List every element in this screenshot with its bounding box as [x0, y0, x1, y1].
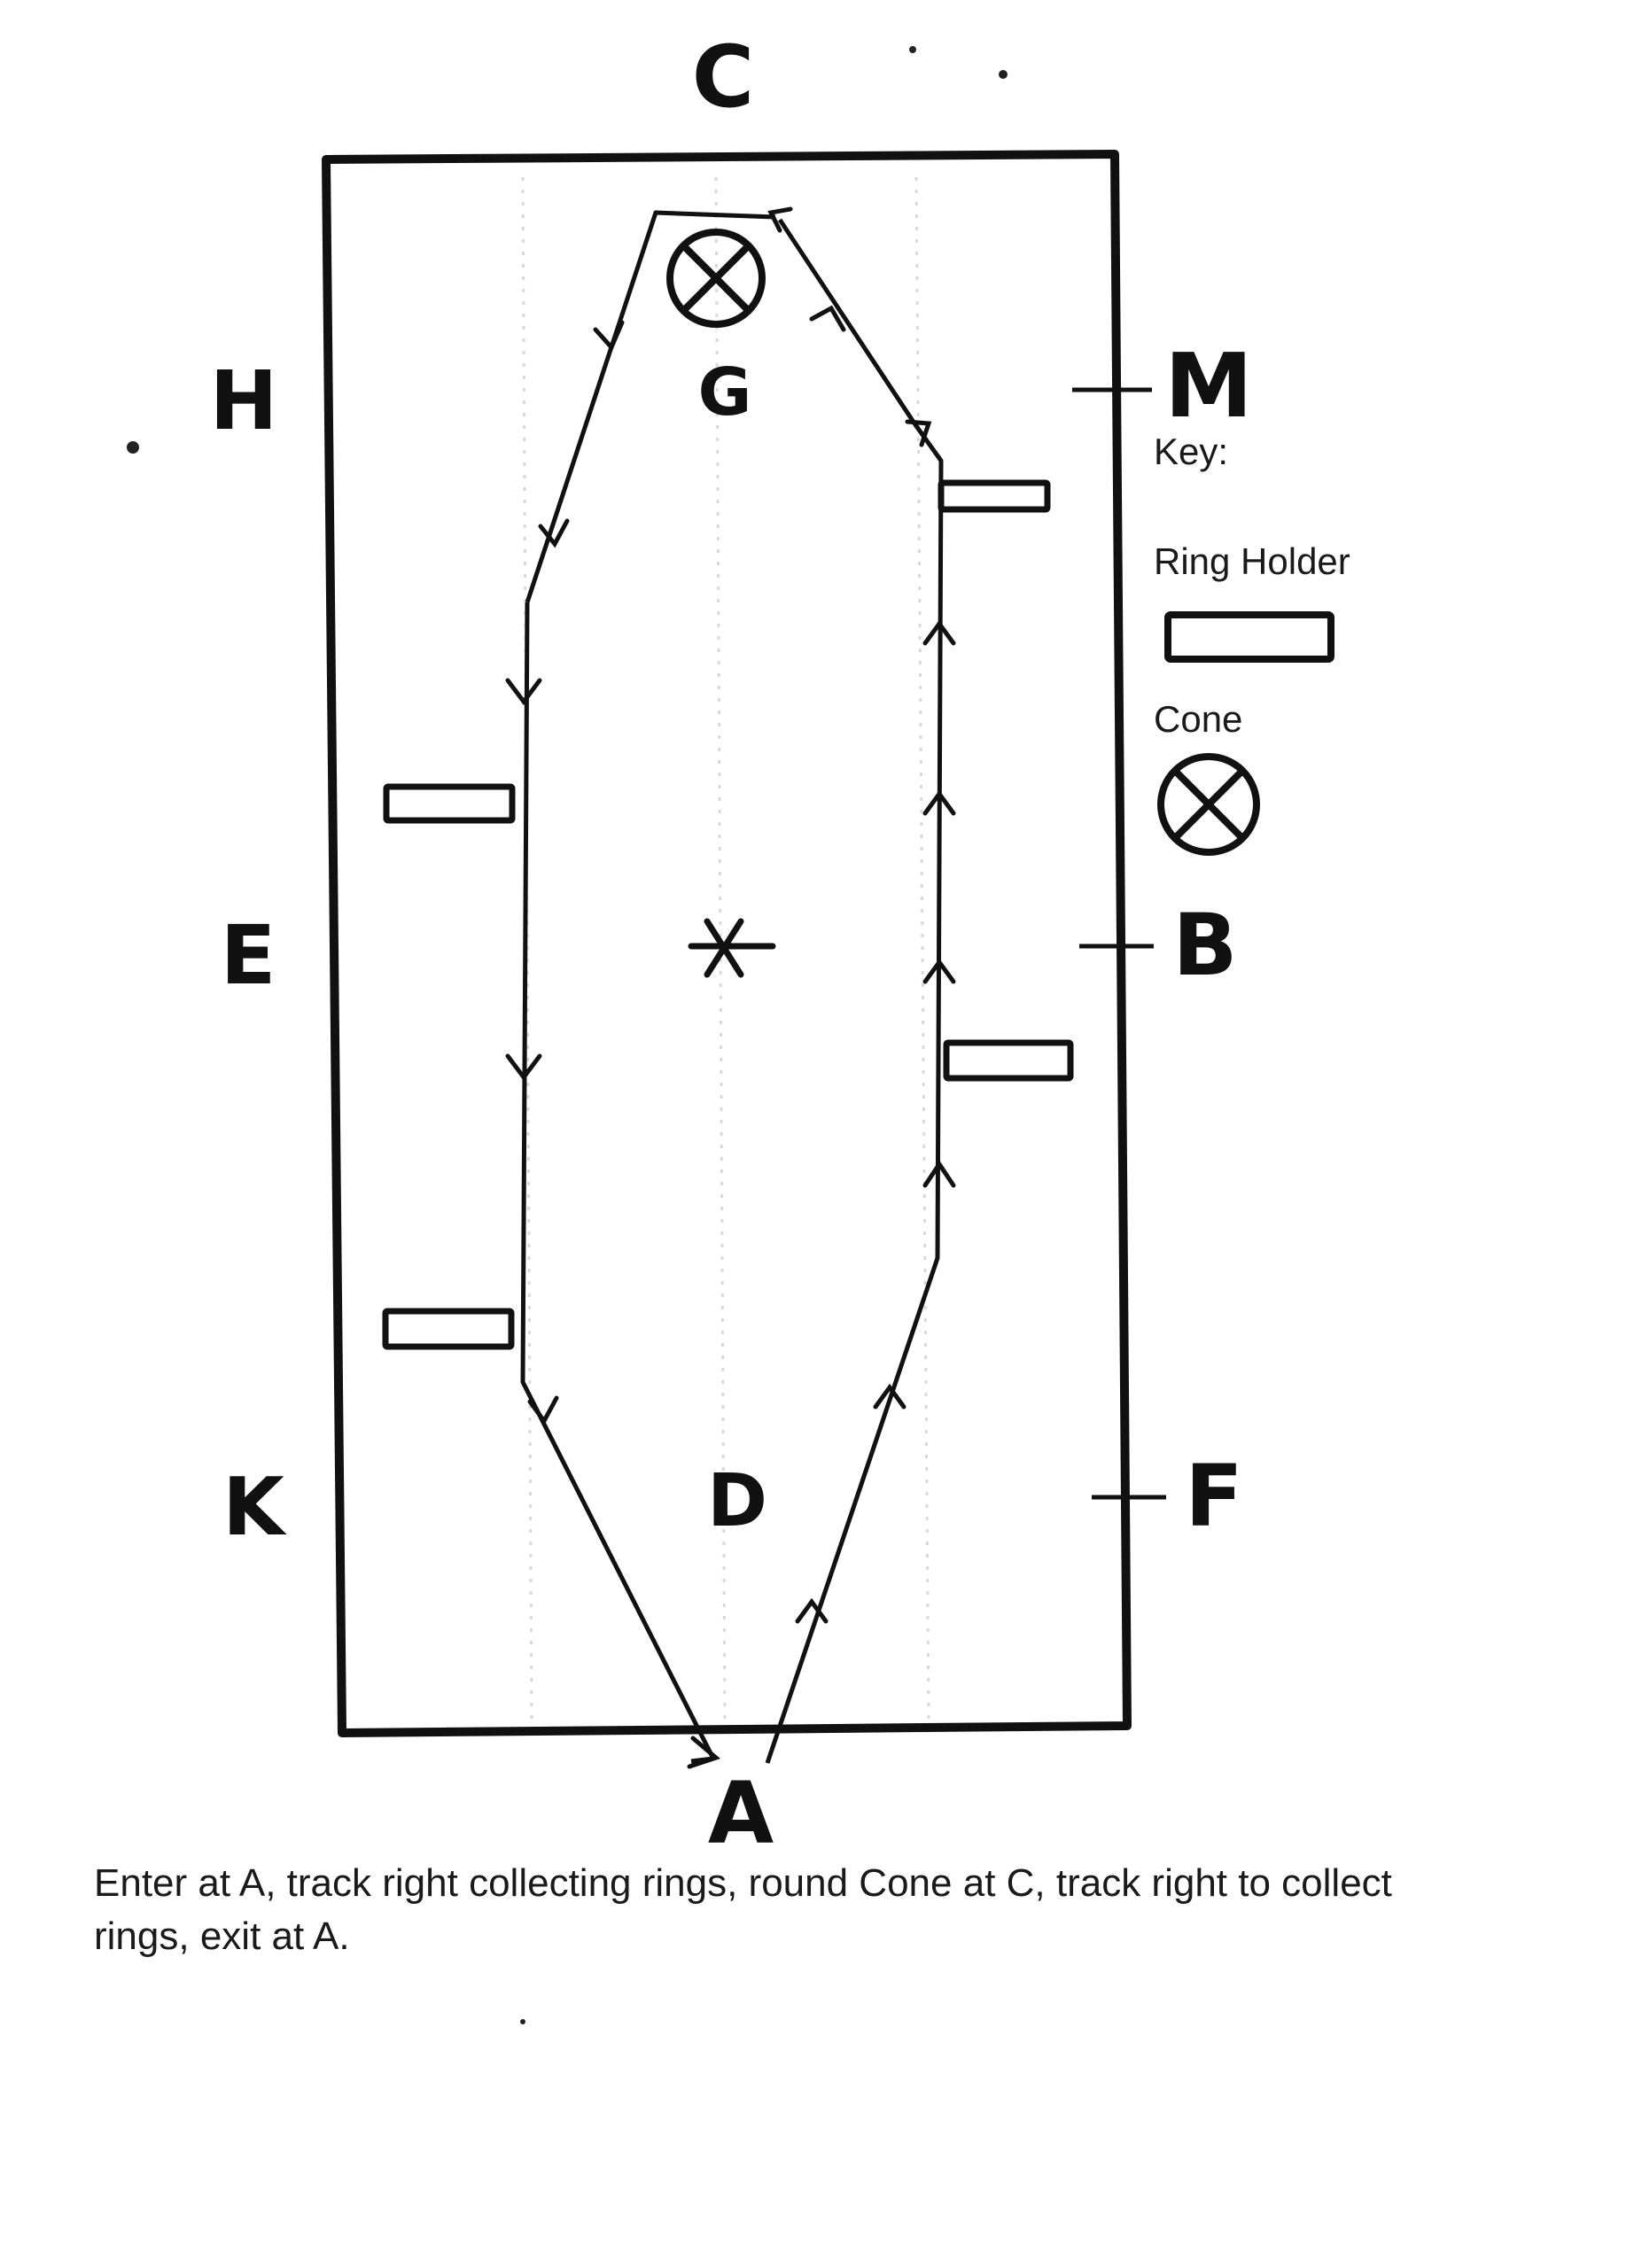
ring-holders [382, 479, 1074, 1350]
ring-holder-1 [938, 479, 1051, 513]
letter-a: A [708, 1764, 774, 1863]
letter-c: C [692, 27, 754, 127]
arena-boundary [322, 150, 1132, 1737]
key-ring-holder-label: Ring Holder [1154, 540, 1350, 582]
letter-m: M [1164, 334, 1253, 438]
letter-d: D [707, 1459, 767, 1543]
ring-holder-3 [943, 1039, 1074, 1082]
key-cone-icon [1157, 753, 1260, 856]
letter-b: B [1172, 896, 1237, 995]
route-path [520, 210, 944, 1764]
letter-g: G [698, 354, 752, 431]
cone-icon [666, 229, 766, 328]
letter-h: H [210, 353, 278, 448]
key-cone-label: Cone [1154, 698, 1242, 740]
scan-specks [127, 46, 1008, 2024]
key-ring-holder-symbol [1164, 611, 1334, 663]
center-marker [688, 918, 776, 978]
letter-f: F [1185, 1447, 1243, 1546]
key-title: Key: [1154, 431, 1228, 472]
letter-k: K [222, 1461, 287, 1554]
letter-e: E [221, 908, 276, 1003]
marker-ticks [1072, 387, 1166, 1500]
route-description: Enter at A, track right collecting rings… [94, 1861, 1392, 1958]
ring-holder-4 [382, 1308, 515, 1350]
direction-arrows [505, 206, 956, 1769]
ring-holder-2 [383, 783, 516, 824]
